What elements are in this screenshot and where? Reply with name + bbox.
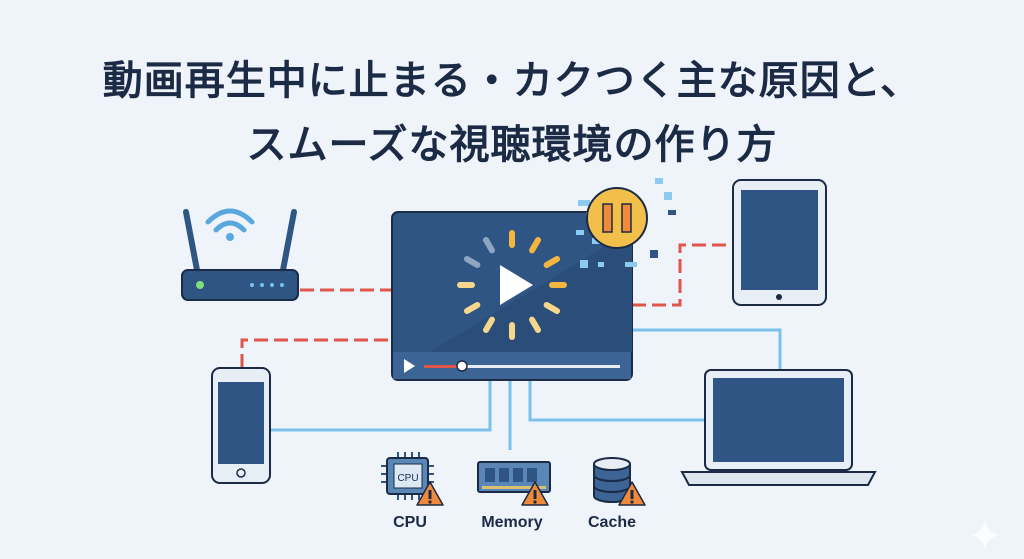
progress-handle [456, 360, 468, 372]
spinner-spoke [463, 302, 481, 314]
progress-remaining [462, 365, 620, 368]
title-line-1: 動画再生中に止まる・カクつく主な原因と、 [102, 58, 922, 104]
spinner-spoke [529, 316, 541, 334]
warning-icon [521, 481, 549, 506]
play-icon-small [404, 359, 415, 373]
laptop-icon [680, 369, 877, 486]
spinner-spoke [483, 236, 495, 254]
warning-icon [416, 481, 444, 506]
spinner-spoke [463, 256, 481, 268]
cache-label: Cache [588, 514, 636, 531]
title-line-2: スムーズな視聴環境の作り方 [246, 122, 778, 168]
tablet-icon [732, 179, 827, 306]
memory-label: Memory [481, 514, 542, 531]
router-icon [181, 208, 299, 301]
cpu-label: CPU [393, 514, 427, 531]
spinner-spoke [529, 236, 541, 254]
blue-connections [270, 328, 782, 450]
cpu-chip-text: CPU [397, 473, 418, 484]
cpu-icon: CPU [381, 452, 434, 500]
spinner-spoke [483, 316, 495, 334]
loading-spinner-icon [457, 230, 567, 340]
red-dashed-connections [240, 243, 733, 368]
progress-played [424, 365, 462, 368]
memory-icon [477, 461, 551, 493]
spinner-spoke [543, 302, 561, 314]
spinner-spoke [543, 256, 561, 268]
play-icon [500, 265, 533, 305]
warning-icon [618, 481, 646, 506]
smartphone-icon [211, 367, 271, 484]
pause-badge-icon [586, 187, 648, 249]
sparkle-icon [970, 520, 1000, 550]
